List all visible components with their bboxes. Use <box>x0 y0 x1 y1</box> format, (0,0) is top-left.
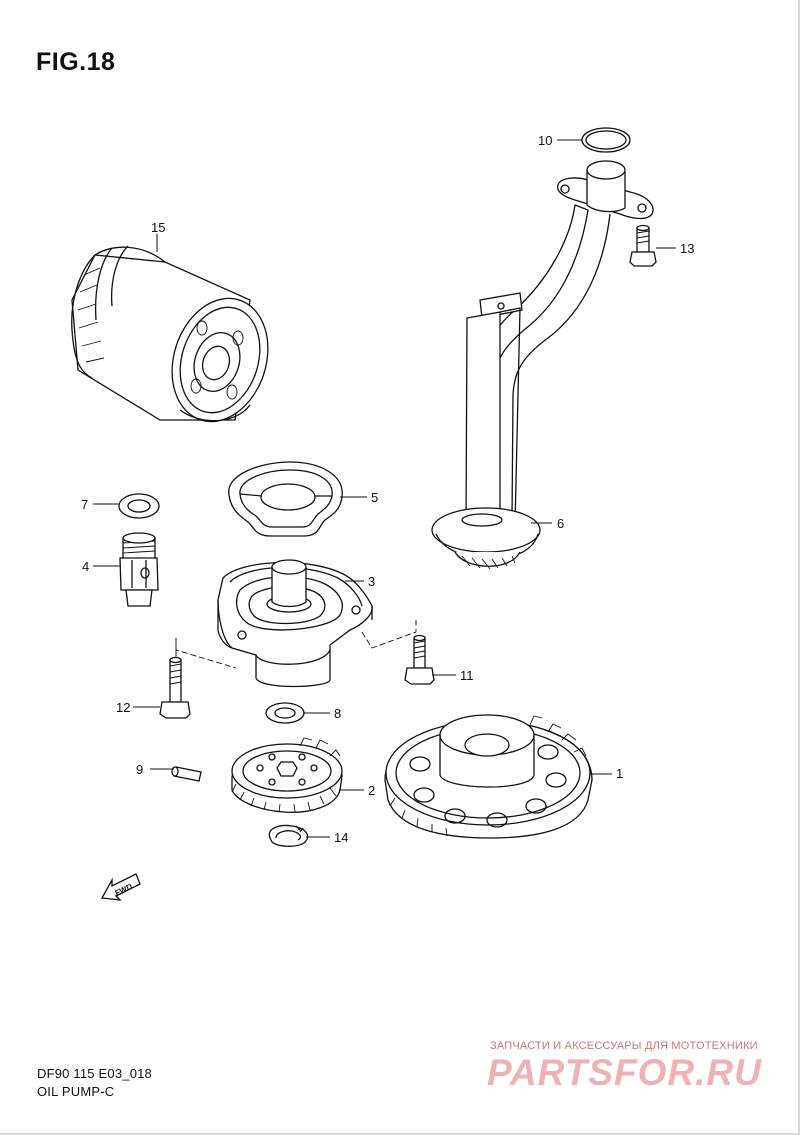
document-name: OIL PUMP-C <box>37 1084 115 1099</box>
union-drawing <box>119 532 159 607</box>
part-label-14: 14 <box>334 830 348 845</box>
rotor-gear-drawing <box>384 714 593 839</box>
bolt-11-drawing <box>404 634 435 685</box>
washer-7-drawing <box>118 493 160 519</box>
oil-pump-case-drawing <box>175 559 417 688</box>
pin-drawing <box>171 766 202 782</box>
part-label-11: 11 <box>460 668 474 683</box>
oil-pump-gear-drawing <box>231 737 343 813</box>
part-label-3: 3 <box>368 574 375 589</box>
oil-filter-drawing <box>71 245 269 423</box>
part-label-6: 6 <box>557 516 564 531</box>
part-label-1: 1 <box>616 766 623 781</box>
part-label-4: 4 <box>82 559 89 574</box>
bolt-12-drawing <box>159 656 191 719</box>
part-label-13: 13 <box>680 241 694 256</box>
o-ring-drawing <box>581 127 631 153</box>
part-label-7: 7 <box>81 497 88 512</box>
washer-8-drawing <box>265 702 305 724</box>
part-label-8: 8 <box>334 706 341 721</box>
bolt-13-drawing <box>629 224 657 267</box>
leader-lines <box>93 139 676 838</box>
watermark-logo: PARTSFOR.RU <box>487 1052 762 1093</box>
part-labels: 1 2 3 4 5 6 7 8 9 10 11 12 13 14 15 <box>81 133 694 845</box>
circlip-drawing <box>268 824 309 847</box>
part-label-5: 5 <box>371 490 378 505</box>
fwd-arrow-icon: FWD <box>100 873 141 901</box>
part-label-9: 9 <box>136 762 143 777</box>
oil-strainer-pipe-drawing <box>431 160 654 570</box>
watermark-tagline: ЗАПЧАСТИ И АКСЕССУАРЫ ДЛЯ МОТОТЕХНИКИ <box>490 1040 758 1052</box>
part-label-10: 10 <box>538 133 552 148</box>
gasket-drawing <box>228 461 343 537</box>
part-label-12: 12 <box>116 700 130 715</box>
figure-title: FIG.18 <box>36 48 116 76</box>
part-label-2: 2 <box>368 783 375 798</box>
document-code: DF90 115 E03_018 <box>37 1066 152 1081</box>
part-label-15: 15 <box>151 220 165 235</box>
